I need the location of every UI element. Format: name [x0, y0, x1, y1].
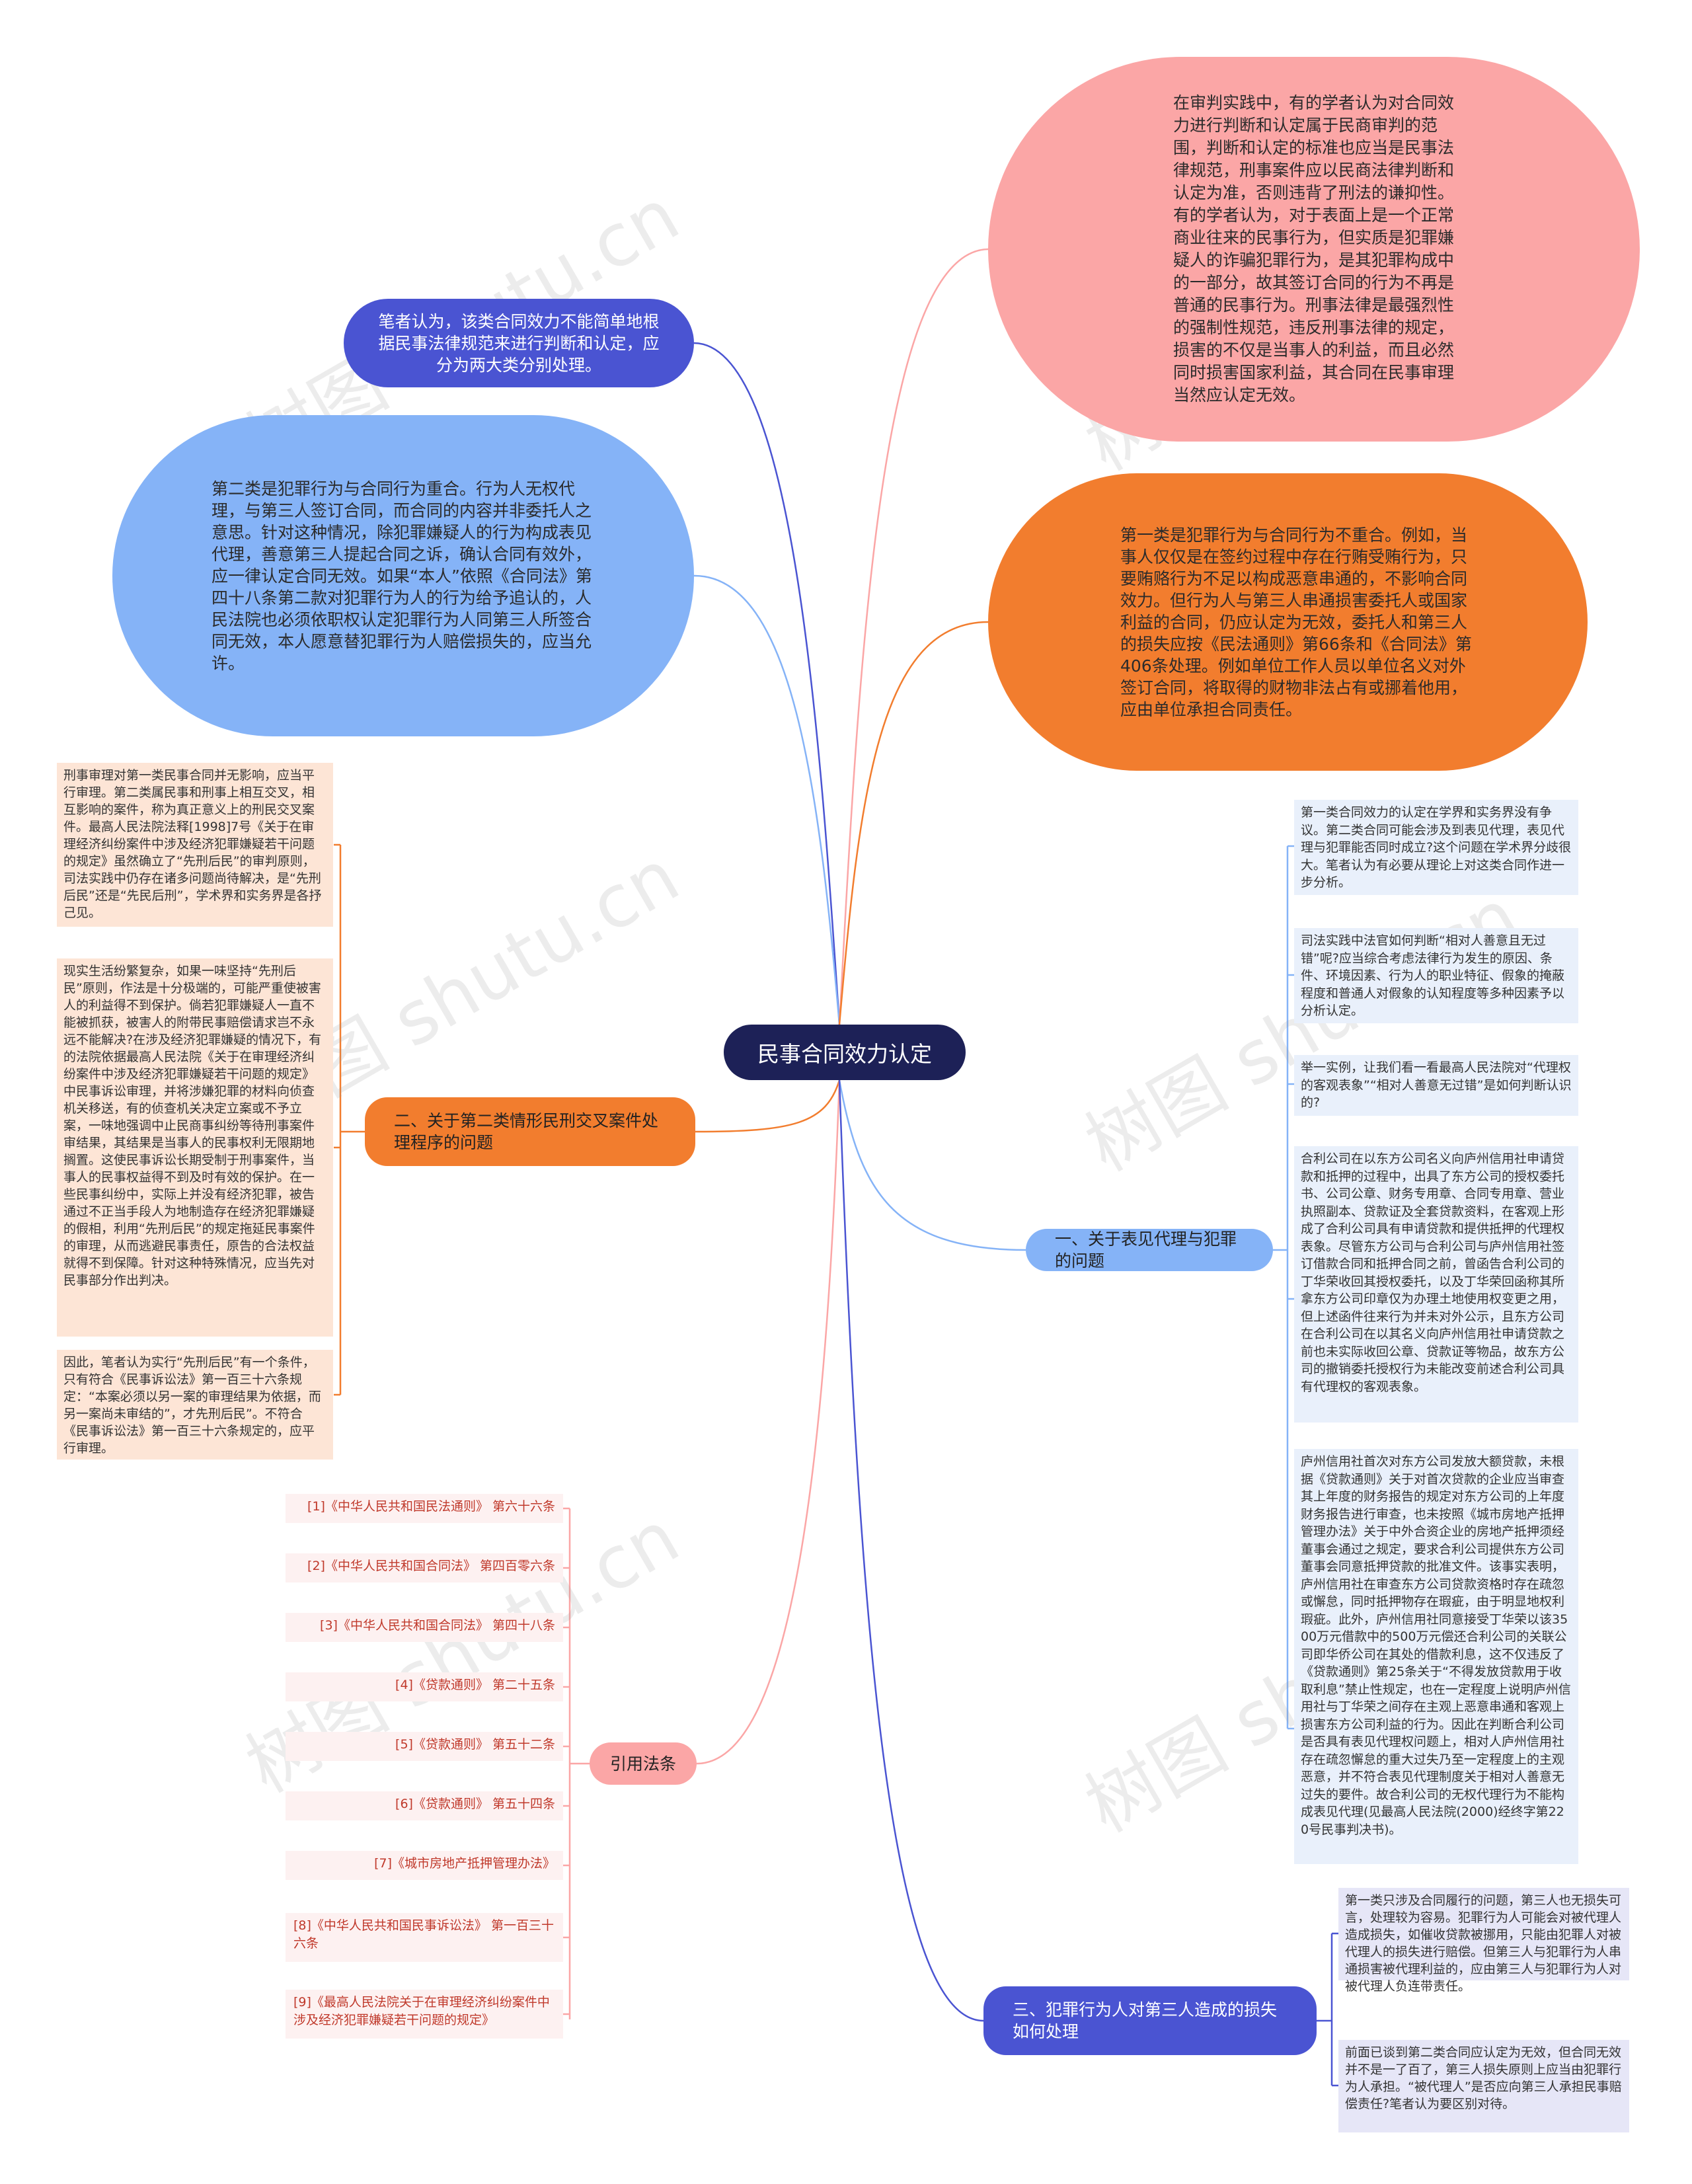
b1-leaf-4-text: 合利公司在以东方公司名义向庐州信用社申请贷款和抵押的过程中，出具了东方公司的授权…	[1301, 1151, 1565, 1394]
b3-leaf-1-text: 第一类只涉及合同履行的问题，第三人也无损失可言，处理较为容易。犯罪行为人可能会对…	[1345, 1893, 1622, 1994]
link-root-oval-blue	[693, 574, 841, 1025]
branch-apparent-agency[interactable]: 一、关于表见代理与犯罪的问题	[1026, 1229, 1273, 1271]
first-type-text: 第一类是犯罪行为与合同行为不重合。例如，当事人仅仅是在签约过程中存在行贿受贿行为…	[1120, 525, 1472, 719]
reference-item[interactable]: [7]《城市房地产抵押管理办法》	[286, 1851, 563, 1880]
opinion-pill-text: 笔者认为，该类合同效力不能简单地根据民事法律规范来进行判断和认定，应分为两大类分…	[378, 311, 660, 375]
b3-leaf-2-text: 前面已谈到第二类合同应认定为无效，但合同无效并不是一了百了，第三人损失原则上应当…	[1345, 2045, 1622, 2111]
b1-leaf-3[interactable]: 举一实例，让我们看一看最高人民法院对“代理权的客观表象”“相对人善意无过错”是如…	[1294, 1055, 1578, 1116]
link-b3-bracket	[1316, 1933, 1333, 2086]
b2-leaf-2-text: 现实生活纷繁复杂，如果一味坚持“先刑后民”原则，作法是十分极端的，可能严重使被害…	[63, 964, 322, 1288]
root-node[interactable]: 民事合同效力认定	[724, 1025, 966, 1080]
reference-item-text: [8]《中华人民共和国民事诉讼法》 第一百三十六条	[293, 1918, 554, 1951]
reference-item[interactable]: [6]《贷款通则》 第五十四条	[286, 1791, 563, 1820]
b1-leaf-1-text: 第一类合同效力的认定在学界和实务界没有争议。第二类合同可能会涉及到表见代理，表见…	[1301, 805, 1572, 890]
reference-item[interactable]: [8]《中华人民共和国民事诉讼法》 第一百三十六条	[286, 1913, 563, 1962]
reference-item-text: [2]《中华人民共和国合同法》 第四百零六条	[307, 1559, 555, 1573]
reference-item[interactable]: [4]《贷款通则》 第二十五条	[286, 1672, 563, 1701]
opinion-pill[interactable]: 笔者认为，该类合同效力不能简单地根据民事法律规范来进行判断和认定，应分为两大类分…	[344, 299, 694, 387]
second-type-text: 第二类是犯罪行为与合同行为重合。行为人无权代理，与第三人签订合同，而合同的内容并…	[212, 479, 592, 673]
reference-item[interactable]: [1]《中华人民共和国民法通则》 第六十六条	[286, 1494, 563, 1523]
reference-item[interactable]: [5]《贷款通则》 第五十二条	[286, 1732, 563, 1761]
references-label: 引用法条	[609, 1754, 676, 1774]
branch-2-label: 二、关于第二类情形民刑交叉案件处理程序的问题	[394, 1111, 659, 1152]
b1-leaf-2-text: 司法实践中法官如何判断“相对人善意且无过错”呢?应当综合考虑法律行为发生的原因、…	[1301, 933, 1565, 1018]
link-b2-bracket	[339, 845, 365, 1395]
scholar-view-text: 在审判实践中，有的学者认为对合同效力进行判断和认定属于民商审判的范围，判断和认定…	[1173, 93, 1455, 405]
first-type-oval[interactable]: 第一类是犯罪行为与合同行为不重合。例如，当事人仅仅是在签约过程中存在行贿受贿行为…	[988, 473, 1588, 771]
reference-item-text: [9]《最高人民法院关于在审理经济纠纷案件中涉及经济犯罪嫌疑若干问题的规定》	[293, 1995, 550, 2027]
scholar-view-oval[interactable]: 在审判实践中，有的学者认为对合同效力进行判断和认定属于民商审判的范围，判断和认定…	[988, 57, 1640, 442]
b2-leaf-1[interactable]: 刑事审理对第一类民事合同并无影响，应当平行审理。第二类属民事和刑事上相互交叉，相…	[57, 763, 333, 927]
reference-item[interactable]: [3]《中华人民共和国合同法》 第四十八条	[286, 1613, 563, 1642]
b1-leaf-4[interactable]: 合利公司在以东方公司名义向庐州信用社申请贷款和抵押的过程中，出具了东方公司的授权…	[1294, 1146, 1578, 1423]
b1-leaf-3-text: 举一实例，让我们看一看最高人民法院对“代理权的客观表象”“相对人善意无过错”是如…	[1301, 1060, 1572, 1110]
root-label: 民事合同效力认定	[757, 1041, 932, 1067]
second-type-oval[interactable]: 第二类是犯罪行为与合同行为重合。行为人无权代理，与第三人签订合同，而合同的内容并…	[112, 415, 694, 736]
link-root-branch3	[838, 1079, 984, 2022]
reference-item[interactable]: [2]《中华人民共和国合同法》 第四百零六条	[286, 1553, 563, 1582]
link-root-branch1	[838, 1079, 1026, 1251]
b3-leaf-2[interactable]: 前面已谈到第二类合同应认定为无效，但合同无效并不是一了百了，第三人损失原则上应当…	[1338, 2040, 1629, 2132]
link-b1-bracket	[1272, 846, 1289, 1729]
b1-leaf-5[interactable]: 庐州信用社首次对东方公司发放大额贷款，未根据《贷款通则》关于对首次贷款的企业应当…	[1294, 1449, 1578, 1864]
reference-item[interactable]: [9]《最高人民法院关于在审理经济纠纷案件中涉及经济犯罪嫌疑若干问题的规定》	[286, 1990, 563, 2039]
reference-item-text: [3]《中华人民共和国合同法》 第四十八条	[320, 1618, 555, 1633]
link-root-branch2	[695, 1079, 841, 1133]
reference-item-text: [6]《贷款通则》 第五十四条	[395, 1797, 555, 1811]
reference-item-text: [4]《贷款通则》 第二十五条	[395, 1678, 555, 1692]
branch-cited-laws[interactable]: 引用法条	[590, 1742, 697, 1785]
b1-leaf-2[interactable]: 司法实践中法官如何判断“相对人善意且无过错”呢?应当综合考虑法律行为发生的原因、…	[1294, 928, 1578, 1023]
b3-leaf-1[interactable]: 第一类只涉及合同履行的问题，第三人也无损失可言，处理较为容易。犯罪行为人可能会对…	[1338, 1888, 1629, 1994]
b2-leaf-3[interactable]: 因此，笔者认为实行“先刑后民”有一个条件，只有符合《民事诉讼法》第一百三十六条规…	[57, 1350, 333, 1460]
reference-item-text: [1]《中华人民共和国民法通则》 第六十六条	[307, 1499, 555, 1514]
reference-item-text: [5]《贷款通则》 第五十二条	[395, 1737, 555, 1752]
b1-leaf-5-text: 庐州信用社首次对东方公司发放大额贷款，未根据《贷款通则》关于对首次贷款的企业应当…	[1301, 1454, 1571, 1837]
reference-item-text: [7]《城市房地产抵押管理办法》	[374, 1856, 555, 1871]
branch-criminal-civil-procedure[interactable]: 二、关于第二类情形民刑交叉案件处理程序的问题	[365, 1097, 695, 1166]
b2-leaf-1-text: 刑事审理对第一类民事合同并无影响，应当平行审理。第二类属民事和刑事上相互交叉，相…	[63, 768, 322, 920]
branch-3-label: 三、犯罪行为人对第三人造成的损失如何处理	[1013, 2000, 1278, 2041]
link-root-pill	[693, 342, 841, 1025]
branch-third-party-loss[interactable]: 三、犯罪行为人对第三人造成的损失如何处理	[983, 1986, 1317, 2055]
link-root-oval-pink	[838, 248, 989, 1025]
link-root-refs	[696, 1079, 841, 1765]
link-root-oval-orange	[838, 621, 989, 1025]
b2-leaf-2[interactable]: 现实生活纷繁复杂，如果一味坚持“先刑后民”原则，作法是十分极端的，可能严重使被害…	[57, 958, 333, 1337]
link-refs-bracket	[568, 1508, 590, 2019]
b2-leaf-3-text: 因此，笔者认为实行“先刑后民”有一个条件，只有符合《民事诉讼法》第一百三十六条规…	[63, 1355, 321, 1456]
branch-1-label: 一、关于表见代理与犯罪的问题	[1055, 1229, 1237, 1270]
b1-leaf-1[interactable]: 第一类合同效力的认定在学界和实务界没有争议。第二类合同可能会涉及到表见代理，表见…	[1294, 800, 1578, 895]
